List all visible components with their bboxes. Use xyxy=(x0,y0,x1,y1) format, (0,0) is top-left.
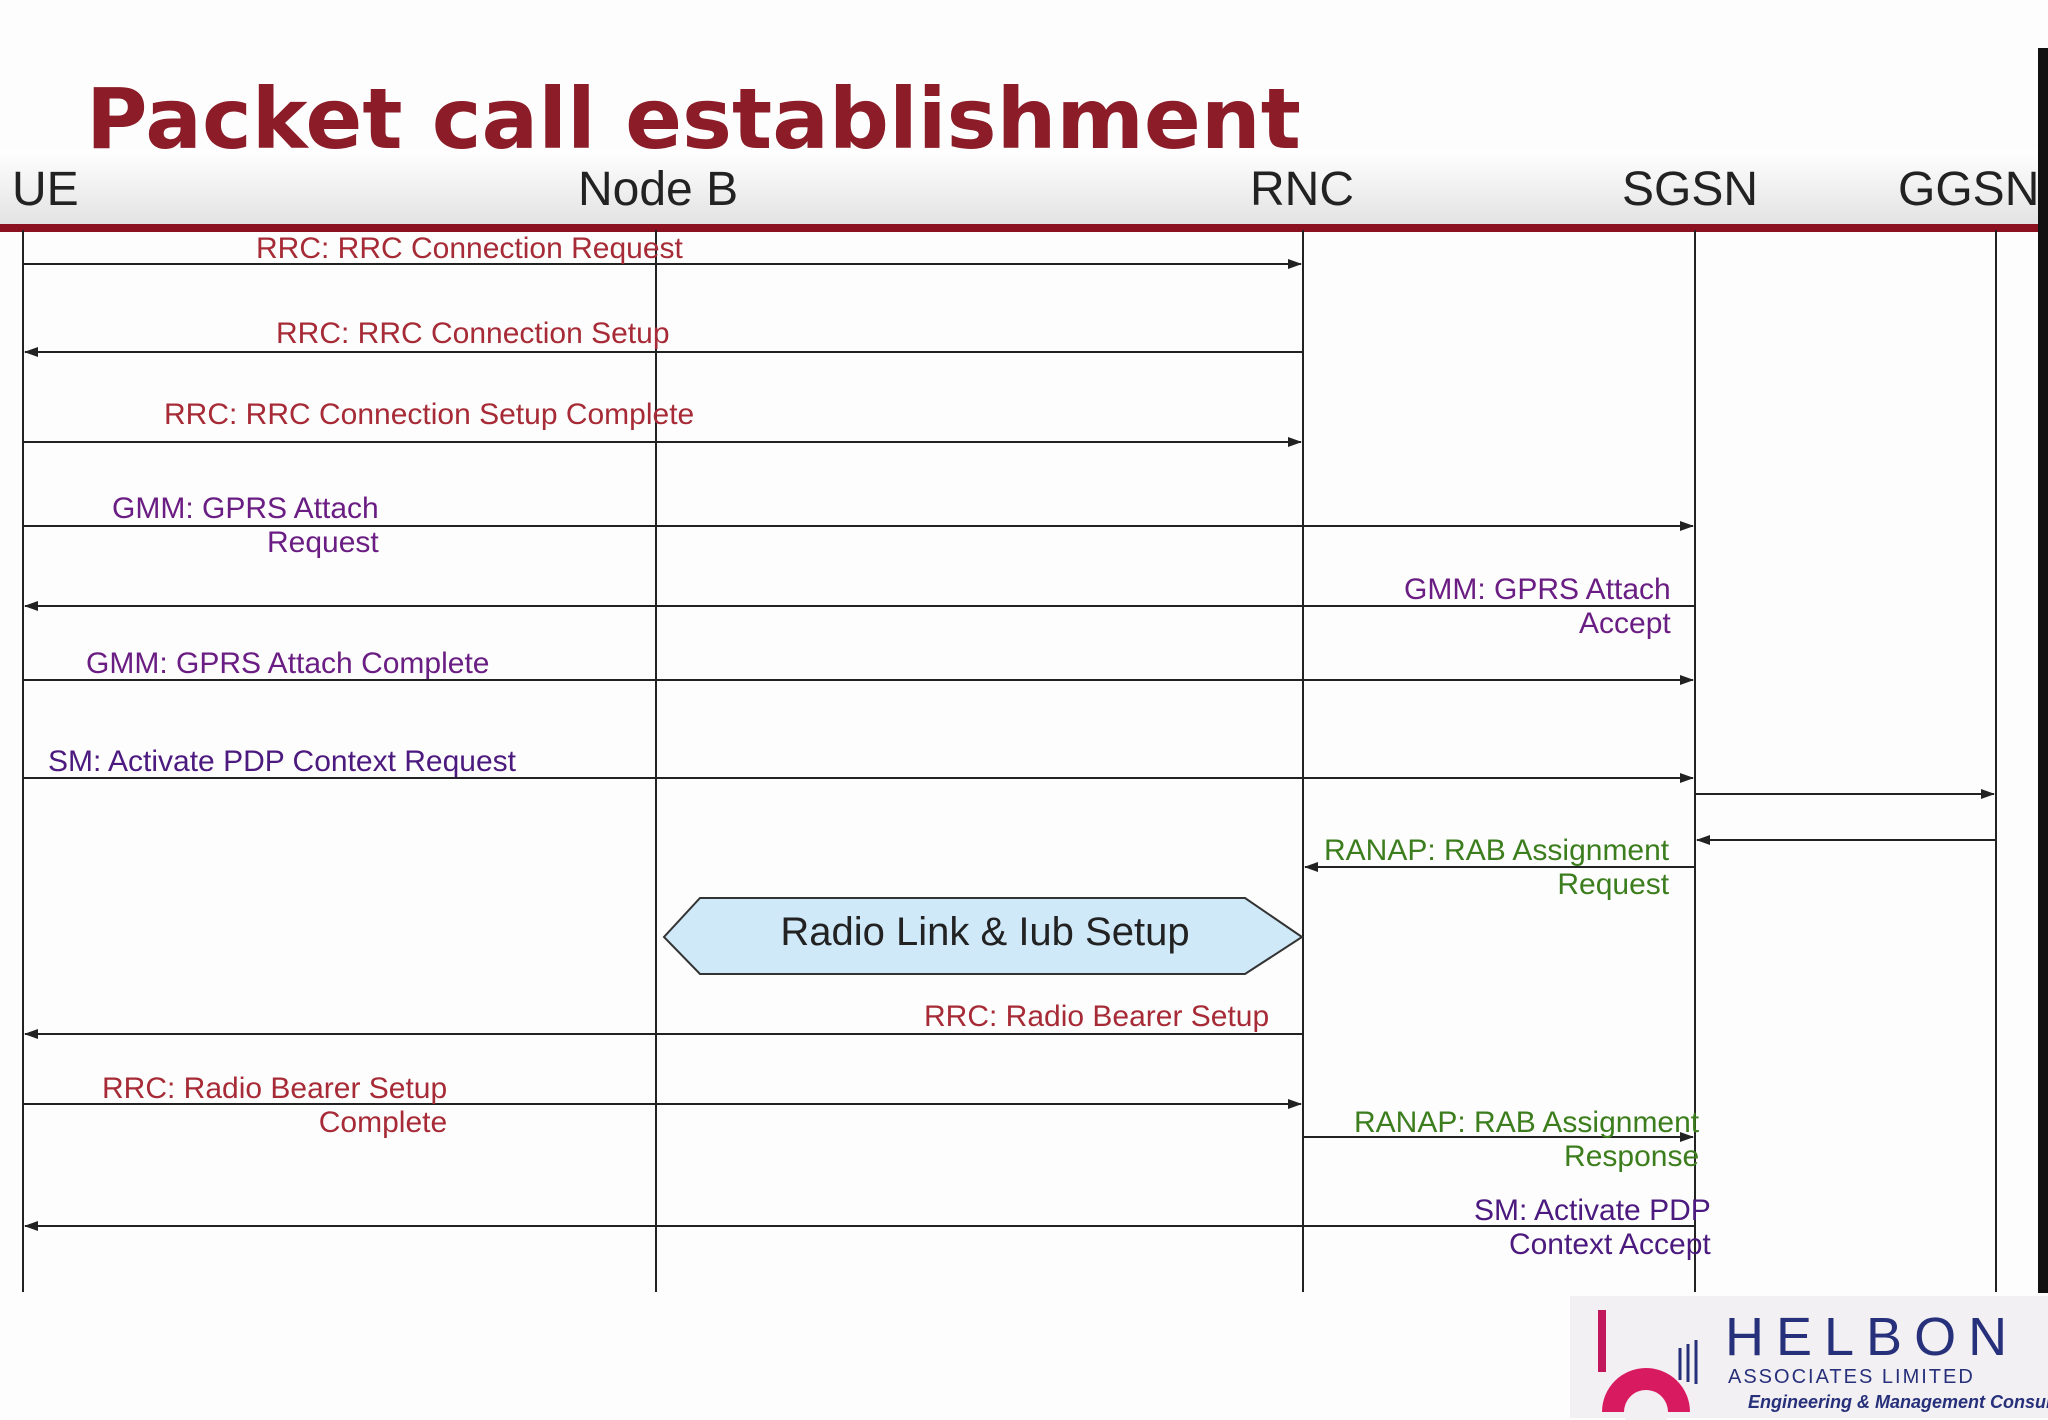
entity-rnc: RNC xyxy=(1250,163,1354,216)
slide-edge xyxy=(2038,48,2048,1293)
msg-line: GMM: GPRS Attach xyxy=(112,492,379,525)
header-divider xyxy=(0,224,2038,232)
entity-header-band xyxy=(0,150,2038,226)
msg-line: Accept xyxy=(1579,607,1671,640)
logo-tagline: Engineering & Management Consultants xyxy=(1748,1392,2048,1412)
msg-rrc-connection-setup-complete: RRC: RRC Connection Setup Complete xyxy=(164,398,695,431)
msg-line: SM: Activate PDP xyxy=(1474,1194,1711,1227)
msg-gprs-attach-accept: GMM: GPRS Attach Accept xyxy=(1404,573,1671,641)
msg-rab-assignment-request: RANAP: RAB Assignment Request xyxy=(1324,834,1669,902)
entity-sgsn: SGSN xyxy=(1622,163,1759,216)
msg-line: Request xyxy=(266,526,379,559)
msg-line: RANAP: RAB Assignment xyxy=(1354,1106,1700,1139)
msg-rrc-connection-request: RRC: RRC Connection Request xyxy=(256,232,683,265)
msg-rrc-connection-setup: RRC: RRC Connection Setup xyxy=(276,317,670,350)
msg-line: RANAP: RAB Assignment xyxy=(1324,834,1670,867)
entity-ue: UE xyxy=(12,163,79,216)
msg-gprs-attach-request: GMM: GPRS Attach Request xyxy=(112,492,379,560)
msg-line: Response xyxy=(1564,1140,1700,1173)
msg-line: Complete xyxy=(318,1106,448,1139)
msg-line: RRC: Radio Bearer Setup xyxy=(102,1072,448,1105)
msg-radio-bearer-setup-complete: RRC: Radio Bearer Setup Complete xyxy=(102,1072,447,1140)
lifeline-node-b xyxy=(655,230,657,1292)
logo-name: HELBON xyxy=(1725,1307,2020,1367)
lifeline-ue xyxy=(22,230,24,1292)
procedure-hexagon xyxy=(662,897,1304,975)
entity-ggsn: GGSN xyxy=(1898,163,2040,216)
msg-rab-assignment-response: RANAP: RAB Assignment Response xyxy=(1354,1106,1699,1174)
procedure-label: Radio Link & Iub Setup xyxy=(780,910,1190,954)
entity-node-b: Node B xyxy=(578,163,739,216)
msg-activate-pdp-request: SM: Activate PDP Context Request xyxy=(48,745,517,778)
msg-gprs-attach-complete: GMM: GPRS Attach Complete xyxy=(86,647,490,680)
msg-radio-bearer-setup: RRC: Radio Bearer Setup xyxy=(924,1000,1270,1033)
msg-line: Context Accept xyxy=(1508,1228,1711,1261)
msg-activate-pdp-accept: SM: Activate PDP Context Accept xyxy=(1474,1194,1711,1262)
lifeline-sgsn xyxy=(1694,230,1696,1292)
helbon-emblem-icon xyxy=(1598,1310,1698,1420)
helbon-logo: HELBON ASSOCIATES LIMITED Engineering & … xyxy=(1570,1296,2048,1420)
msg-line: GMM: GPRS Attach xyxy=(1404,573,1671,606)
msg-line: Request xyxy=(1557,868,1670,901)
logo-subtitle: ASSOCIATES LIMITED xyxy=(1728,1366,1975,1388)
lifeline-ggsn xyxy=(1995,230,1997,1292)
lifeline-rnc xyxy=(1302,230,1304,1292)
